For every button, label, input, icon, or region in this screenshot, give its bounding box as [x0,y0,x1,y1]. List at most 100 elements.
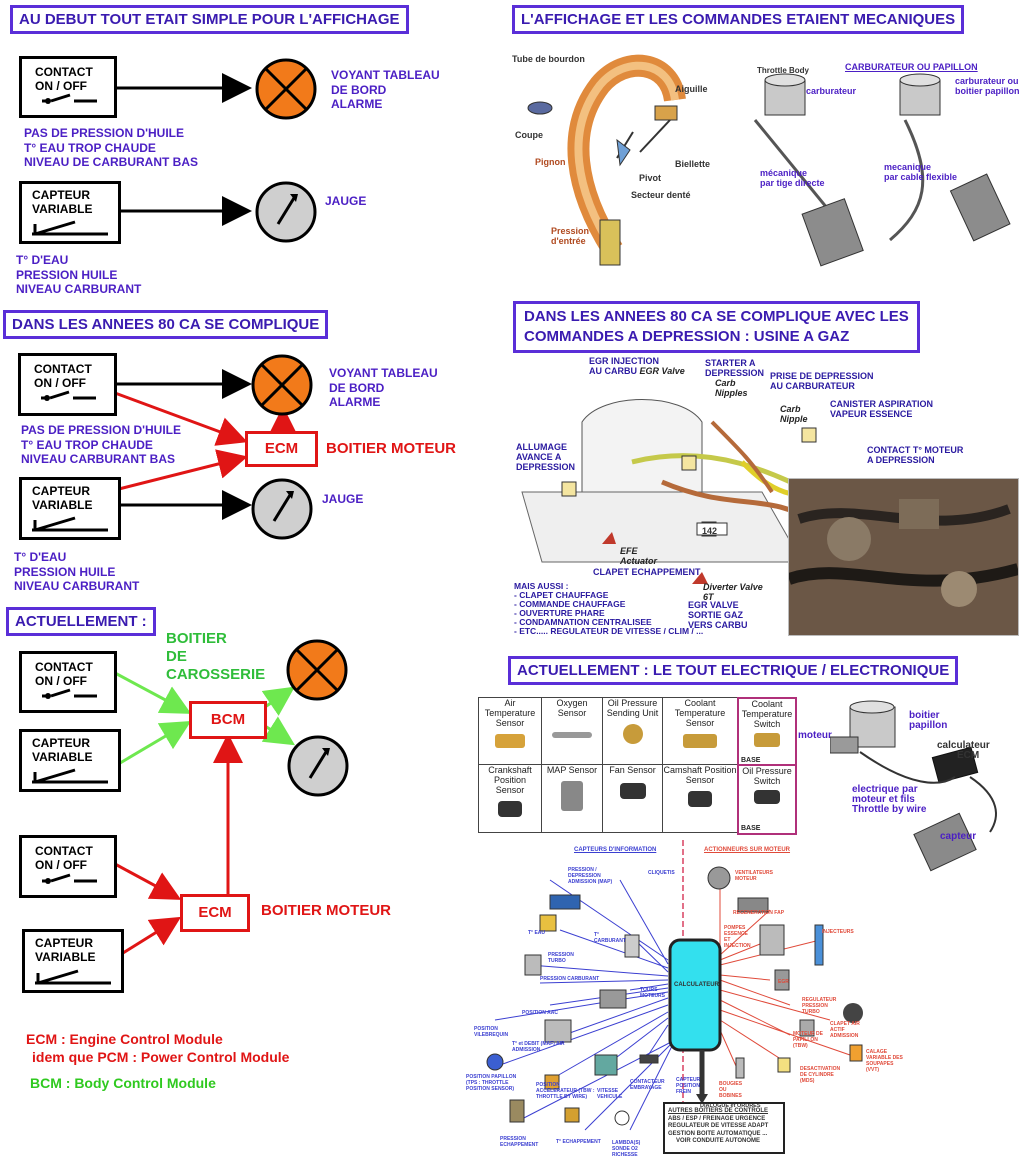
ecu-wiring-diagram [486,840,863,1154]
sensor-icon [495,734,525,748]
lamp-text-1: VOYANT TABLEAU [329,366,438,380]
lamp-text-2: DE BORD [329,380,385,395]
label-carb-or-1: carburateur ou [955,76,1019,86]
section1-title: AU DEBUT TOUT ETAIT SIMPLE POUR L'AFFICH… [10,5,409,34]
item-right: CLAPET AIR ACTIF ADMISSION [830,1021,860,1039]
label-mais-5: - ETC..... REGULATEUR DE VITESSE / CLIM … [514,626,704,636]
sensor-name: Crankshaft Position Sensor [488,765,532,795]
label-mais-3: - OUVERTURE PHARE [514,608,605,618]
base-label: BASE [741,757,761,764]
sensor-icon [688,791,712,807]
label-starter-1: STARTER A [705,358,756,368]
label-calculateur: CALCULATEUR [674,982,719,988]
sensor-cell: Fan Sensor [602,764,663,833]
item-right: CALAGE VARIABLE DES SOUPAPES (VVT) [866,1049,903,1073]
sensor-name: Camshaft Position Sensor [663,765,737,785]
label-clapet: CLAPET ECHAPPEMENT [593,567,701,577]
sensor-cell: Oxygen Sensor [541,697,603,765]
contact-desc-2: T° EAU TROP CHAUDE [24,140,156,155]
label-142: 142 [702,526,718,536]
sensor-label-2: VARIABLE [35,950,96,964]
sensor-icon [552,732,592,738]
label-mais-2: - COMMANDE CHAUFFAGE [514,599,626,609]
label-allumage-2: AVANCE A [516,452,562,462]
throttle-by-wire-illustration [830,700,997,872]
body-box-text-2: DE [166,648,187,665]
sensor-name: MAP Sensor [546,765,598,775]
contact-label-1: CONTACT [35,660,93,674]
sensor-name: Coolant Temperature Switch [741,699,793,729]
gauge-icon [255,181,317,243]
label-tube: Tube de bourdon [512,54,585,64]
label-allumage-1: ALLUMAGE [516,442,567,452]
autres-2: REGULATEUR DE VITESSE ADAPT [668,1123,769,1129]
label-allumage-3: DEPRESSION [516,462,576,472]
label-carburateur: carburateur [806,86,857,96]
sensor-desc-2: PRESSION HUILE [16,267,118,282]
ecm-text-3: BOITIER MOTEUR [261,902,391,919]
label-capteur: capteur [940,831,977,842]
engine-photo [788,478,1019,636]
label-carb-nipple-2: Nipple [780,414,808,424]
label-canister-1: CANISTER ASPIRATION [830,399,934,409]
sensor-cell: Crankshaft Position Sensor [478,764,542,833]
arrow-sensor4-to-ecm [114,916,182,960]
sensor-desc-1: T° D'EAU [14,550,67,564]
sensor-icon [754,733,780,747]
sensor-desc-3: NIVEAU CARBURANT [14,579,140,593]
autres-box: AUTRES BOITIERS DE CONTROLE ABS / ESP / … [668,1108,782,1146]
item-right: REGULATEUR PRESSION TURBO [802,997,837,1015]
variable-sensor-icon [32,220,108,236]
item-left: POSITION AAC [522,1010,558,1016]
variable-sensor-icon [35,969,111,985]
label-canister-2: VAPEUR ESSENCE [830,409,913,419]
label-prise-1: PRISE DE DEPRESSION [770,371,874,381]
autres-4: VOIR CONDUITE AUTONOME [676,1138,761,1144]
item-right: DESACTIVATION DE CYLINDRE (MDS) [800,1066,841,1084]
label-moteur: moteur [798,730,832,741]
sensor-name: Oxygen Sensor [556,698,588,718]
label-pignon: Pignon [535,157,566,167]
contact-label-1: CONTACT [35,65,93,79]
right-section1-title: L'AFFICHAGE ET LES COMMANDES ETAIENT MEC… [512,5,965,34]
label-carb-title: CARBURATEUR OU PAPILLON [845,62,978,72]
item-right: EGR [778,979,789,985]
right-section3-title: ACTUELLEMENT : LE TOUT ELECTRIQUE / ELEC… [508,656,959,685]
item-right: REGENERATION FAP [733,910,785,916]
switch-icon [42,688,97,699]
arrow-contact4-to-ecm [114,862,182,900]
label-calc-2: ECM [957,750,980,761]
label-meca2-1: mecanique [884,162,932,172]
item-left: POSITION VILEBREQUIN [474,1026,509,1038]
sensor-icon [754,790,780,804]
lamp-text-1: VOYANT TABLEAU [331,68,440,82]
autres-title: AUTRES BOITIERS DE CONTROLE [668,1108,769,1114]
label-elec-3: Throttle by wire [852,804,927,815]
label-meca1-1: mécanique [760,168,808,178]
vacuum-engine-illustration [521,399,843,584]
bcm-box: BCM [189,701,267,739]
label-throttle: Throttle Body [757,66,809,75]
item-right: POMPES ESSENCE ET INJECTION [724,925,751,949]
label-coupe: Coupe [515,130,543,140]
arrow-bcm-to-gauge [261,716,296,746]
warning-lamp-icon [286,639,348,701]
contact-desc-3: NIVEAU CARBURANT BAS [21,452,176,466]
sensor-cell: Camshaft Position Sensor [662,764,738,833]
body-box-text-3: CAROSSERIE [166,666,266,683]
section2-title: DANS LES ANNEES 80 CA SE COMPLIQUE [3,310,329,339]
label-boitier-1: boitier [909,710,940,721]
arrow-sensor3-to-bcm [114,720,192,768]
sensor-grid: Air Temperature Sensor Oxygen Sensor Oil… [478,697,797,835]
item-left: LAMBDA(S) SONDE O2 RICHESSE [612,1140,641,1158]
gauge-icon [287,735,349,797]
item-left: POSITION PAPILLON (TPS : THROTTLE POSITI… [466,1074,517,1092]
warning-lamp-icon [255,58,317,120]
contact-label-2: ON / OFF [35,674,87,688]
item-left: PRESSION / DEPRESSION ADMISSION (MAP) [568,867,613,885]
sensor-label-2: VARIABLE [32,498,93,512]
section3-title: ACTUELLEMENT : [6,607,156,636]
